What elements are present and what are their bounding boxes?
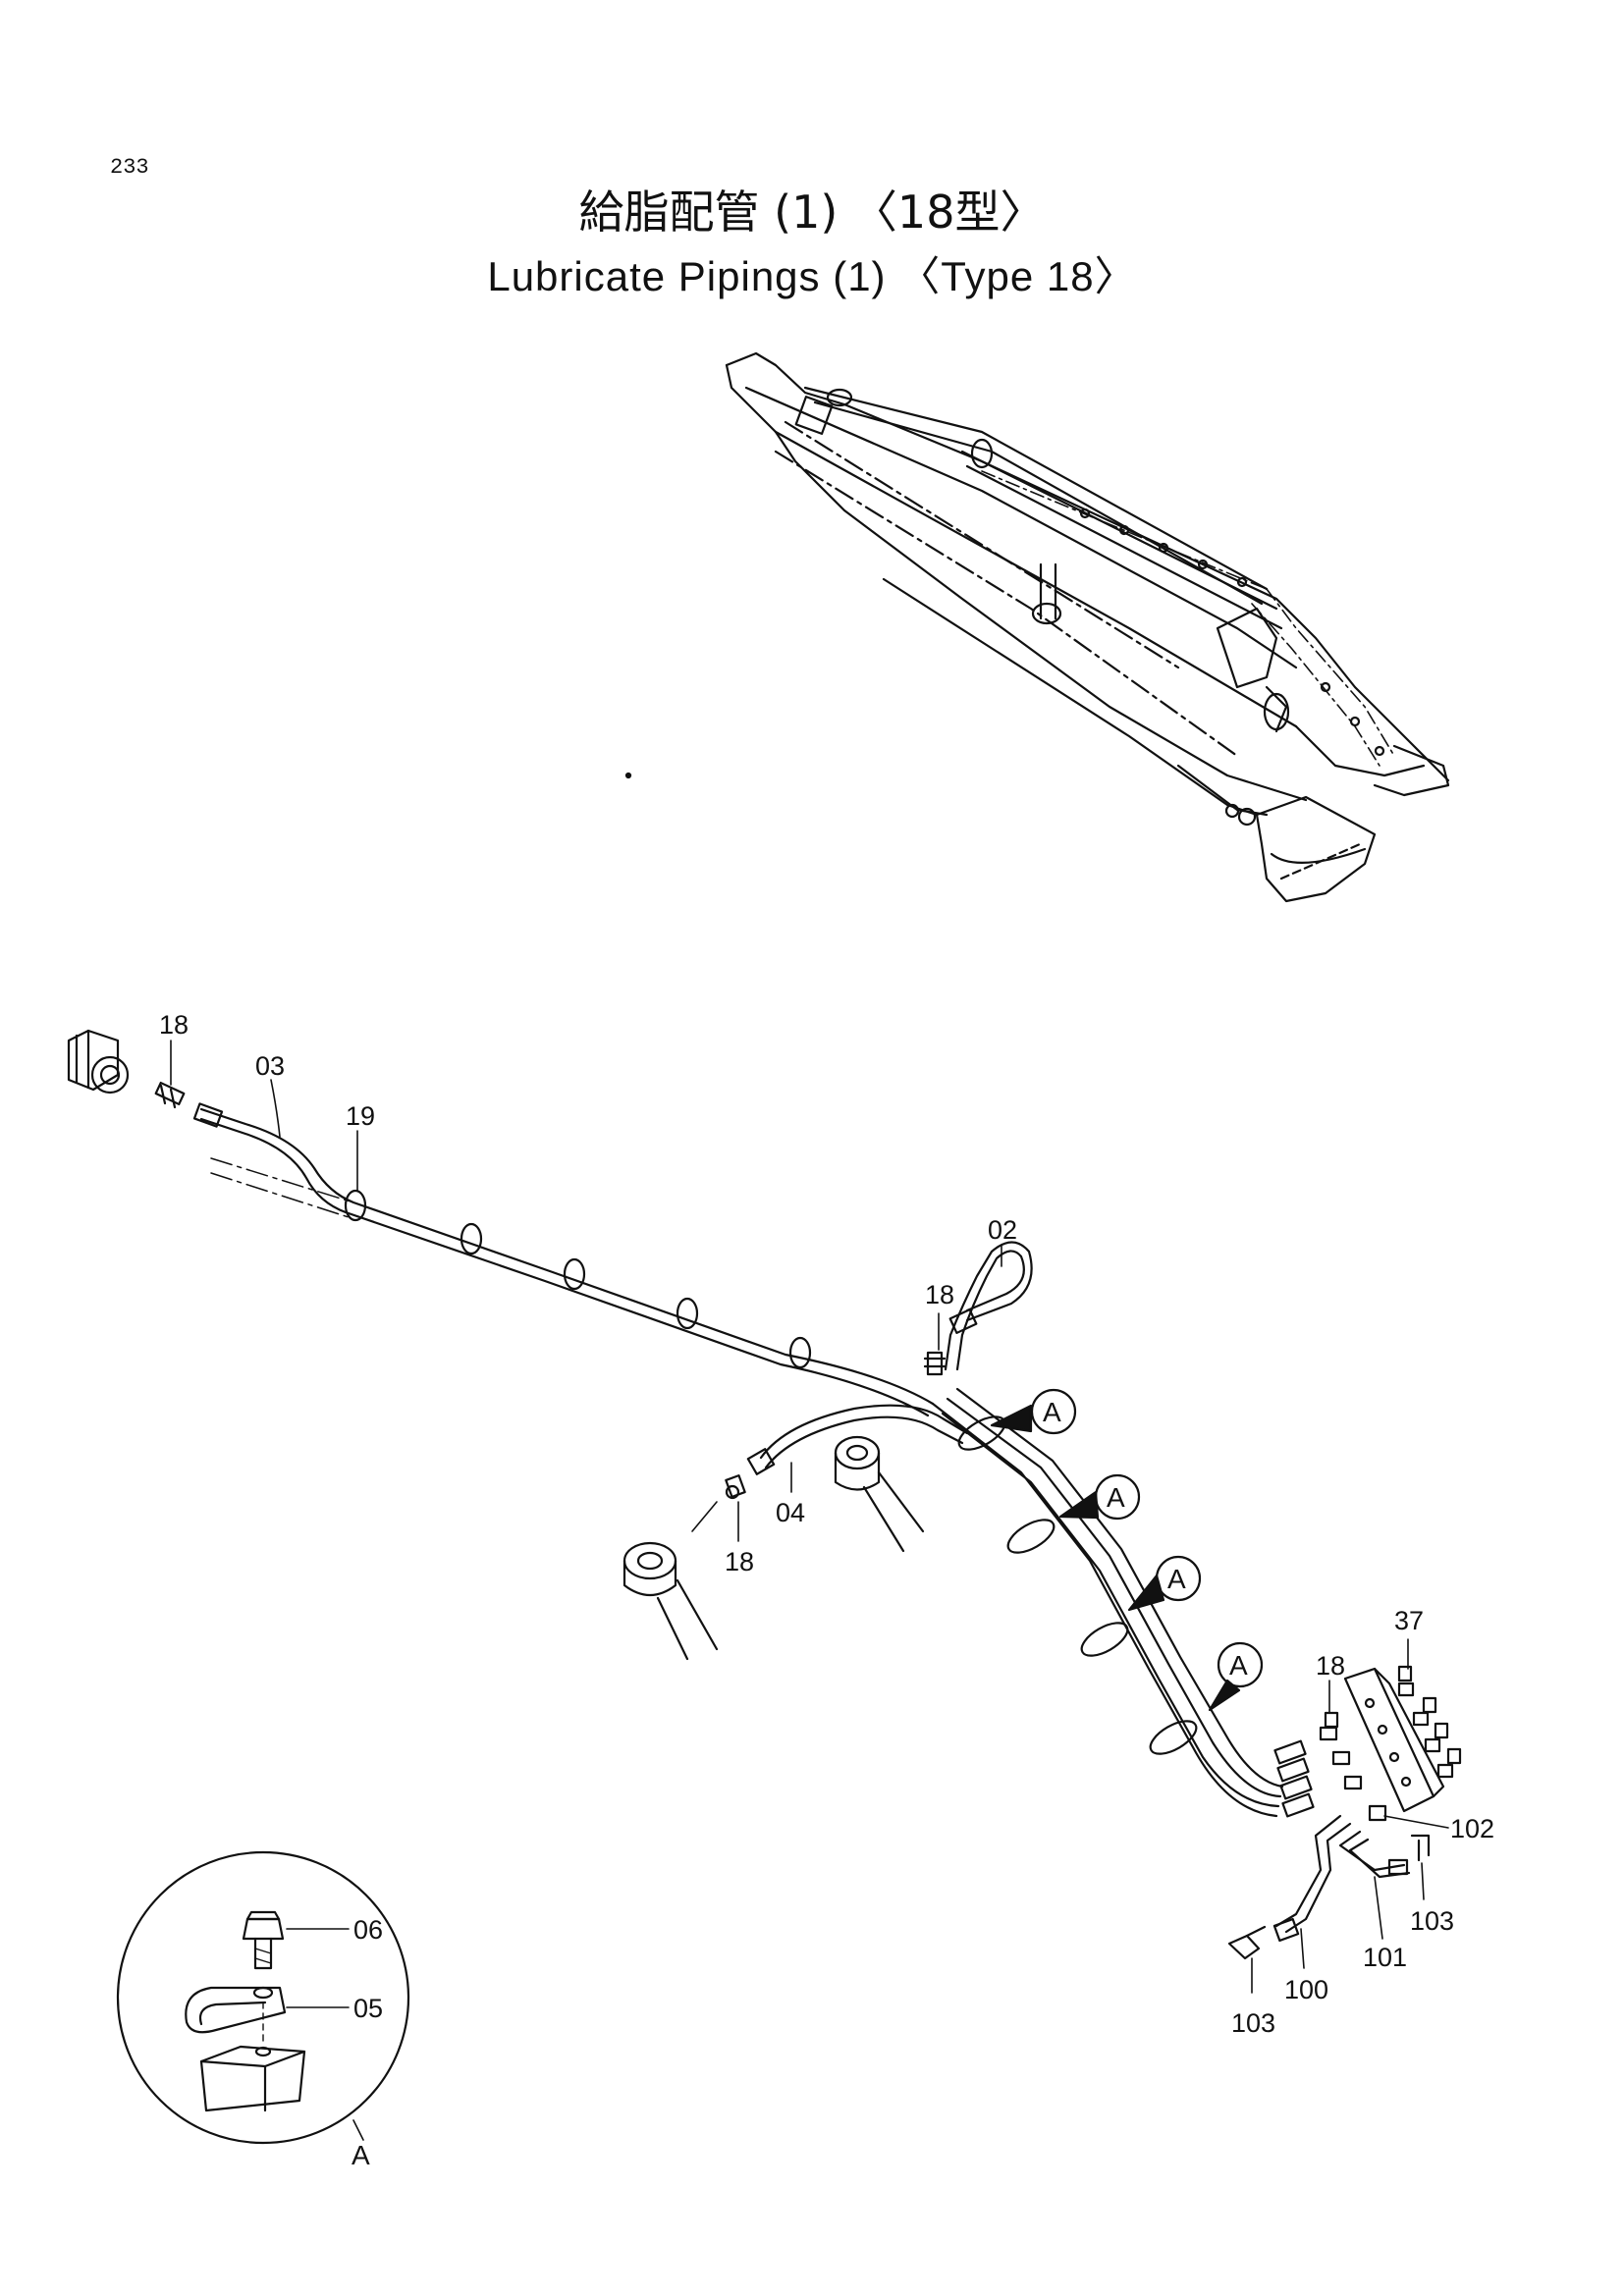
pin-boss-top-left (67, 1029, 130, 1095)
callout-18-low: 18 (725, 1547, 754, 1576)
callout-03: 03 (255, 1051, 285, 1081)
lubrication-piping (67, 1029, 1462, 1960)
page-number: 233 (110, 155, 149, 180)
callout-102: 102 (1450, 1814, 1494, 1843)
section-marker-a1 (990, 1388, 1077, 1435)
title-english: Lubricate Pipings (1) 〈Type 18〉 (487, 253, 1137, 299)
distribution-block (1343, 1667, 1445, 1813)
detail-view-label: A (352, 2140, 370, 2170)
section-marker-a4 (1208, 1641, 1264, 1712)
section-marker-a2 (1058, 1473, 1141, 1521)
section-marker-a3-label: A (1167, 1564, 1186, 1594)
callout-37: 37 (1394, 1606, 1424, 1635)
section-marker-a4-label: A (1229, 1650, 1248, 1681)
callout-02: 02 (988, 1215, 1017, 1245)
section-marker-a2-label: A (1107, 1482, 1125, 1513)
callout-19: 19 (346, 1101, 375, 1131)
callout-18-mid: 18 (925, 1280, 954, 1309)
callout-04: 04 (776, 1498, 805, 1527)
callout-05: 05 (353, 1994, 383, 2023)
boom-arm-overview (624, 351, 1450, 903)
callout-103-right: 103 (1410, 1906, 1454, 1936)
bundle-clamps (957, 1415, 1198, 1755)
callout-06: 06 (353, 1915, 383, 1945)
section-marker-a3 (1127, 1555, 1202, 1612)
leader-lines (170, 1040, 1449, 1994)
section-marker-a1-label: A (1043, 1397, 1061, 1427)
pin-boss-middle (834, 1435, 925, 1553)
clamps-row (344, 1189, 812, 1369)
fittings-37 (1397, 1665, 1462, 1779)
callout-103-bottom: 103 (1231, 2008, 1275, 2038)
section-markers (990, 1388, 1264, 1712)
detail-view-a (116, 1850, 410, 2145)
callout-18-top: 18 (159, 1010, 189, 1040)
fittings-18-right (1319, 1711, 1363, 1790)
grease-fitting-top (154, 1081, 186, 1109)
callout-101: 101 (1363, 1943, 1407, 1972)
title-japanese: 給脂配管 (1) 〈18型〉 (578, 186, 1046, 239)
pin-boss-lower-left (623, 1501, 719, 1661)
callout-100: 100 (1284, 1975, 1328, 2004)
callout-18-right: 18 (1316, 1651, 1345, 1681)
